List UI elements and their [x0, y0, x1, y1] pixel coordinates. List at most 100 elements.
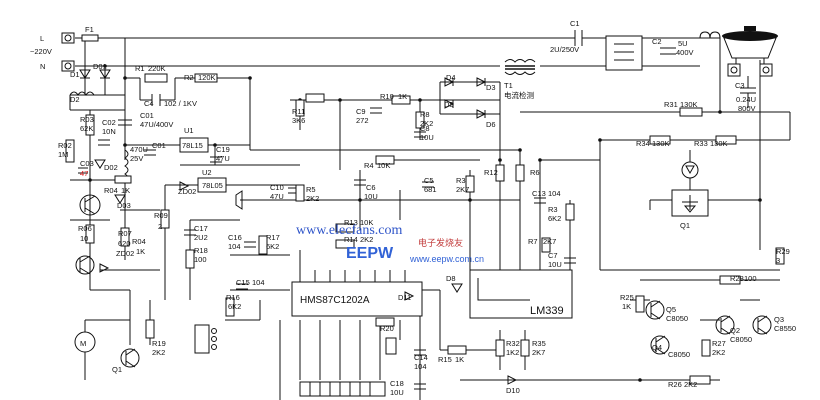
label-r10-value: 1K — [398, 92, 407, 101]
label-r13-value: 10K — [360, 218, 373, 227]
connector-3pin — [194, 324, 217, 354]
label-r33: R33 — [694, 139, 708, 148]
label-r35-value: 2K7 — [532, 348, 545, 357]
current-transformer-t1 — [504, 59, 536, 75]
label-c01b: C01 — [152, 141, 166, 150]
label-c02-value: 10N — [102, 127, 116, 136]
resistor-r25 — [635, 295, 645, 313]
diode-d03 — [114, 194, 126, 204]
label-r04a: R04 — [104, 186, 118, 195]
label-r34: R34 — [636, 139, 650, 148]
label-c2-value1: 5U — [678, 39, 688, 48]
capacitor-c4 — [151, 94, 161, 106]
resistor-r32 — [495, 339, 505, 357]
label-r17: R17 — [266, 233, 280, 242]
capacitor-c1 — [560, 30, 600, 46]
label-lm339: LM339 — [530, 305, 564, 317]
label-q3-value: C8550 — [774, 324, 796, 333]
label-c17: C17 — [194, 224, 208, 233]
label-d11: D11 — [398, 293, 411, 302]
input-terminals — [61, 32, 75, 72]
label-r34-value: 130K — [652, 139, 670, 148]
label-u2-value: 78L05 — [202, 181, 223, 190]
label-mcu: HMS87C1202A — [300, 295, 370, 306]
igbt-q1 — [671, 161, 709, 217]
resistor-r07 — [120, 227, 130, 247]
label-r19: R19 — [152, 339, 166, 348]
resistor-r3a — [465, 175, 475, 193]
label-r10: R10 — [380, 92, 394, 101]
inductor-d2 — [69, 91, 95, 96]
transistor-q2 — [715, 315, 735, 335]
label-q3: Q3 — [774, 315, 784, 324]
label-r27: R27 — [712, 339, 726, 348]
label-c03: C03 — [80, 159, 94, 168]
resistor-r6 — [515, 164, 525, 182]
diode-d10 — [507, 375, 518, 385]
label-l: L — [40, 34, 44, 43]
label-c18: C18 — [390, 379, 404, 388]
diodes-d01-d1 — [79, 69, 111, 79]
label-zd02a: ZD02 — [116, 249, 134, 258]
resistor-r7 — [541, 237, 551, 253]
label-r02: R02 — [58, 141, 72, 150]
comparator-chip — [469, 269, 573, 319]
coil-terminals — [727, 63, 773, 77]
label-d5: D5 — [444, 100, 454, 109]
label-c10: C10 — [270, 183, 284, 192]
transistor-q1-fan — [120, 348, 140, 368]
label-c16: C16 — [228, 233, 242, 242]
label-q1-igbt: Q1 — [680, 221, 690, 230]
label-r31: R31 — [664, 100, 678, 109]
label-d3: D3 — [486, 83, 496, 92]
label-r11: R11 — [292, 107, 305, 116]
label-r4-value: 10K — [377, 161, 390, 170]
label-r3b: R3 — [548, 205, 558, 214]
capacitor-c19 — [210, 156, 222, 163]
label-c13-value: 104 — [548, 189, 561, 198]
watermark: www.elecfans.com EEPW 电子发烧友 www.eepw.com… — [296, 223, 484, 264]
resistor-r4 — [375, 155, 395, 165]
label-r33-value: 130K — [710, 139, 728, 148]
label-c01b-value2: 25V — [130, 154, 143, 163]
capacitor-c8 — [414, 131, 426, 138]
label-r16: R16 — [226, 293, 240, 302]
transistor-lower — [75, 255, 95, 275]
resistor-r5 — [295, 184, 305, 202]
transistor-osc — [79, 194, 101, 216]
junctions — [83, 36, 762, 382]
label-r04b-value: 1K — [136, 247, 145, 256]
label-r17-value: 6K2 — [266, 242, 279, 251]
label-c8-value: 10U — [420, 133, 434, 142]
label-d6: D6 — [486, 120, 496, 129]
label-c6-value: 10U — [364, 192, 378, 201]
label-c4: C4 — [144, 99, 154, 108]
label-t1: T1 — [504, 81, 513, 90]
resistor-r15 — [447, 345, 467, 355]
label-r4: R4 — [364, 161, 374, 170]
label-r1: R1 — [135, 64, 145, 73]
label-q2-value: C8050 — [730, 335, 752, 344]
label-r04b: R04 — [132, 237, 146, 246]
label-d03: D03 — [117, 201, 131, 210]
label-r20: R20 — [380, 324, 394, 333]
label-u1-value: 78L15 — [182, 141, 203, 150]
label-r29: R29 — [776, 247, 790, 256]
label-r5-value: 2K2 — [306, 194, 319, 203]
transistor-q3 — [752, 315, 772, 335]
label-r07-value: 620 — [118, 239, 131, 248]
capacitor-c7 — [564, 257, 576, 264]
label-q4: Q4 — [652, 343, 662, 352]
resistor-r19 — [145, 319, 155, 339]
label-c3: C3 — [735, 81, 745, 90]
capacitor-c17 — [184, 229, 196, 236]
label-r8: R8 — [420, 110, 430, 119]
resistor-r26 — [689, 375, 711, 385]
label-r27-value: 2K2 — [712, 348, 725, 357]
label-r15: R15 — [438, 355, 452, 364]
label-c01-value: 47U/400V — [140, 120, 173, 129]
watermark-brand: EEPW — [346, 245, 394, 262]
watermark-cn: 电子发烧友 — [418, 237, 463, 248]
label-r7: R7 — [528, 237, 538, 246]
label-r26: R26 — [668, 380, 682, 389]
